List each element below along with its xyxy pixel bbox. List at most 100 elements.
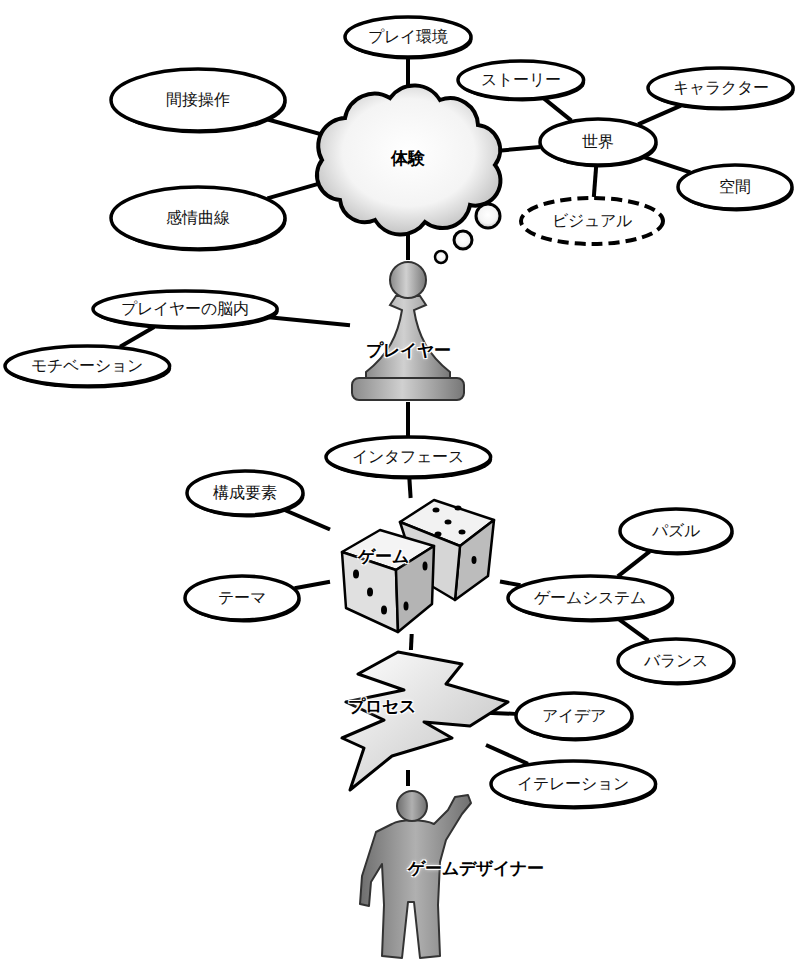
- concept-ellipse: 空間: [675, 162, 795, 212]
- illustration-node: 体験: [315, 92, 501, 225]
- lightning-bolt: [342, 652, 508, 790]
- die-pip: [435, 532, 442, 537]
- concept-ellipse: ビジュアル: [518, 195, 666, 247]
- ellipse-border: [516, 693, 632, 739]
- concept-ellipse: インタフェース: [323, 434, 494, 480]
- connector-line: [498, 147, 540, 151]
- ellipse-border: [345, 17, 471, 57]
- illustration-node: ゲーム: [330, 498, 500, 634]
- die-pip: [445, 520, 452, 525]
- concept-label: 世界: [582, 132, 614, 151]
- concept-label: 感情曲線: [166, 208, 230, 227]
- concept-ellipse: キャラクター: [645, 65, 796, 111]
- ellipse-border: [93, 291, 277, 327]
- pawn-figure: [352, 262, 464, 400]
- illustration-node: プロセス: [330, 650, 486, 770]
- illustration-node: ゲームデザイナー: [260, 786, 556, 964]
- thought-bubble: [476, 204, 500, 228]
- pawn-label: プレイヤー: [366, 340, 451, 360]
- connector-line: [644, 157, 690, 172]
- ellipse-border: [521, 198, 663, 244]
- concept-label: パズル: [652, 521, 700, 540]
- illustration-node: プレイヤー: [350, 260, 466, 402]
- die-pip: [459, 530, 466, 535]
- concept-ellipse: 構成要素: [184, 468, 306, 518]
- concept-ellipse: ゲームシステム: [505, 573, 676, 623]
- concept-label: プレイヤーの脳内: [121, 299, 249, 318]
- die-pip: [423, 562, 428, 571]
- concept-ellipse: 間接操作: [108, 66, 288, 134]
- concept-ellipse: パズル: [617, 506, 735, 556]
- connector-line: [268, 119, 323, 134]
- concept-label: インタフェース: [352, 447, 464, 466]
- connector-line: [295, 582, 330, 589]
- dice-figure: [342, 500, 494, 632]
- die-pip: [381, 606, 387, 615]
- ellipse-border: [187, 471, 303, 515]
- concept-label: ゲームシステム: [534, 588, 646, 607]
- concept-label: アイデア: [542, 706, 606, 725]
- ellipse-border: [491, 761, 656, 807]
- ellipse-border: [618, 639, 734, 683]
- cloud-shape: [317, 86, 501, 235]
- ellipse-border: [458, 61, 584, 99]
- die-face: [455, 520, 494, 600]
- die-pip: [455, 506, 462, 511]
- ellipse-border: [678, 165, 792, 209]
- concept-label: ビジュアル: [552, 211, 632, 230]
- concept-label: モチベーション: [31, 356, 143, 375]
- connector-line: [406, 402, 410, 436]
- process-label: プロセス: [348, 696, 416, 716]
- die-pip: [404, 602, 409, 611]
- connector-line: [269, 317, 350, 325]
- ellipse-border: [508, 576, 673, 620]
- connector-line: [500, 582, 521, 586]
- connector-line: [120, 327, 154, 347]
- connector-line: [409, 478, 410, 498]
- pawn-base: [352, 378, 464, 400]
- die-pip: [433, 508, 440, 513]
- concept-ellipse: ストーリー: [455, 58, 587, 102]
- connector-line: [486, 745, 528, 764]
- concept-ellipse: バランス: [615, 636, 737, 686]
- cloud-label: 体験: [391, 148, 425, 168]
- dice-label: ゲーム: [358, 546, 409, 566]
- die-pip: [353, 570, 359, 579]
- concept-label: バランス: [644, 651, 708, 670]
- designer-label: ゲームデザイナー: [408, 858, 544, 878]
- ellipse-border: [620, 509, 732, 553]
- concept-ellipse: 感情曲線: [108, 184, 288, 252]
- concept-label: キャラクター: [673, 78, 769, 97]
- concept-ellipse: プレイヤーの脳内: [90, 288, 280, 330]
- pawn-head: [390, 262, 426, 298]
- thought-bubble: [435, 251, 447, 263]
- connector-line: [267, 182, 323, 198]
- concept-ellipse: モチベーション: [2, 343, 173, 389]
- die-pip: [367, 588, 373, 597]
- ellipse-border: [540, 119, 656, 165]
- concept-label: プレイ環境: [368, 27, 448, 46]
- designer-head: [397, 791, 427, 821]
- connector-line: [594, 166, 596, 197]
- concept-ellipse: イテレーション: [488, 758, 659, 810]
- concept-label: ストーリー: [481, 70, 561, 89]
- ellipse-border: [185, 576, 299, 620]
- ellipse-border: [326, 437, 491, 477]
- ellipse-border: [648, 68, 793, 108]
- concept-label: イテレーション: [517, 774, 629, 793]
- connector-line: [619, 620, 648, 641]
- concept-ellipse: プレイ環境: [342, 14, 474, 60]
- pawn-body: [366, 296, 450, 380]
- concept-ellipse: テーマ: [182, 573, 302, 623]
- thought-bubble: [454, 231, 472, 249]
- concept-label: 間接操作: [166, 90, 230, 109]
- die-pip: [472, 556, 477, 564]
- connector-line: [406, 770, 410, 786]
- concept-ellipse: アイデア: [513, 690, 635, 742]
- connector-line: [285, 510, 330, 529]
- connector-line: [618, 551, 650, 576]
- connector-line: [638, 106, 681, 125]
- concept-label: 構成要素: [213, 483, 277, 502]
